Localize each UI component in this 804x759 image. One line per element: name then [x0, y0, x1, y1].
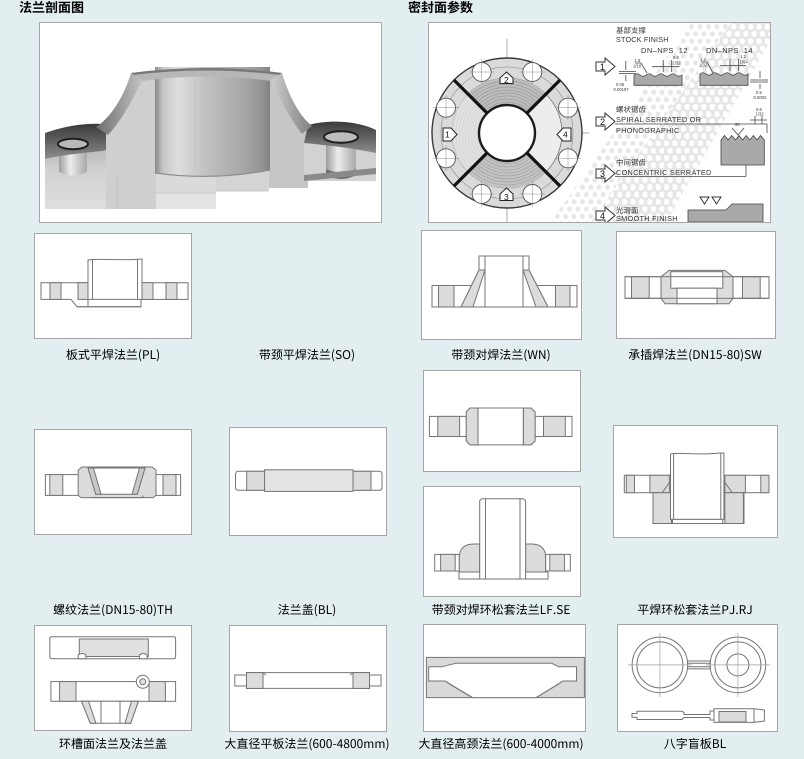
svg-text:CONCENTRIC SERRATED: CONCENTRIC SERRATED [616, 168, 712, 177]
svg-text:SMOOTH FINISH: SMOOTH FINISH [616, 214, 678, 222]
svg-text:3: 3 [600, 169, 605, 179]
svg-text:1/32: 1/32 [673, 61, 682, 66]
svg-text:4: 4 [563, 130, 568, 140]
svg-text:STOCK FINISH: STOCK FINISH [616, 35, 669, 44]
svg-text:DN–NPS 12: DN–NPS 12 [641, 46, 688, 55]
svg-text:4: 4 [600, 211, 605, 221]
svg-text:1/32: 1/32 [699, 63, 708, 68]
svg-text:3.2: 3.2 [700, 57, 706, 62]
svg-text:1.2: 1.2 [740, 54, 746, 59]
svg-text:0.8: 0.8 [673, 55, 679, 60]
svg-text:0.6: 0.6 [756, 107, 762, 112]
svg-text:SPIRAL SERRATED OR: SPIRAL SERRATED OR [616, 115, 701, 124]
svg-text:1: 1 [445, 130, 450, 140]
svg-text:1/32: 1/32 [756, 112, 765, 117]
svg-text:0.5: 0.5 [756, 90, 762, 95]
svg-text:1.6: 1.6 [635, 58, 641, 63]
svg-text:0.0002: 0.0002 [754, 95, 767, 100]
svg-text:DN–NPS 14: DN–NPS 14 [706, 46, 753, 55]
svg-text:3: 3 [504, 192, 509, 202]
svg-text:1/16: 1/16 [633, 64, 642, 69]
svg-text:1: 1 [600, 62, 605, 72]
svg-text:1/64: 1/64 [740, 60, 749, 65]
svg-text:0.00197: 0.00197 [614, 87, 630, 92]
svg-text:PHONOGRAPHIC: PHONOGRAPHIC [616, 126, 680, 135]
svg-text:2: 2 [600, 117, 605, 127]
svg-text:90: 90 [735, 122, 740, 127]
svg-text:0.05: 0.05 [616, 82, 625, 87]
svg-text:2: 2 [504, 75, 509, 85]
